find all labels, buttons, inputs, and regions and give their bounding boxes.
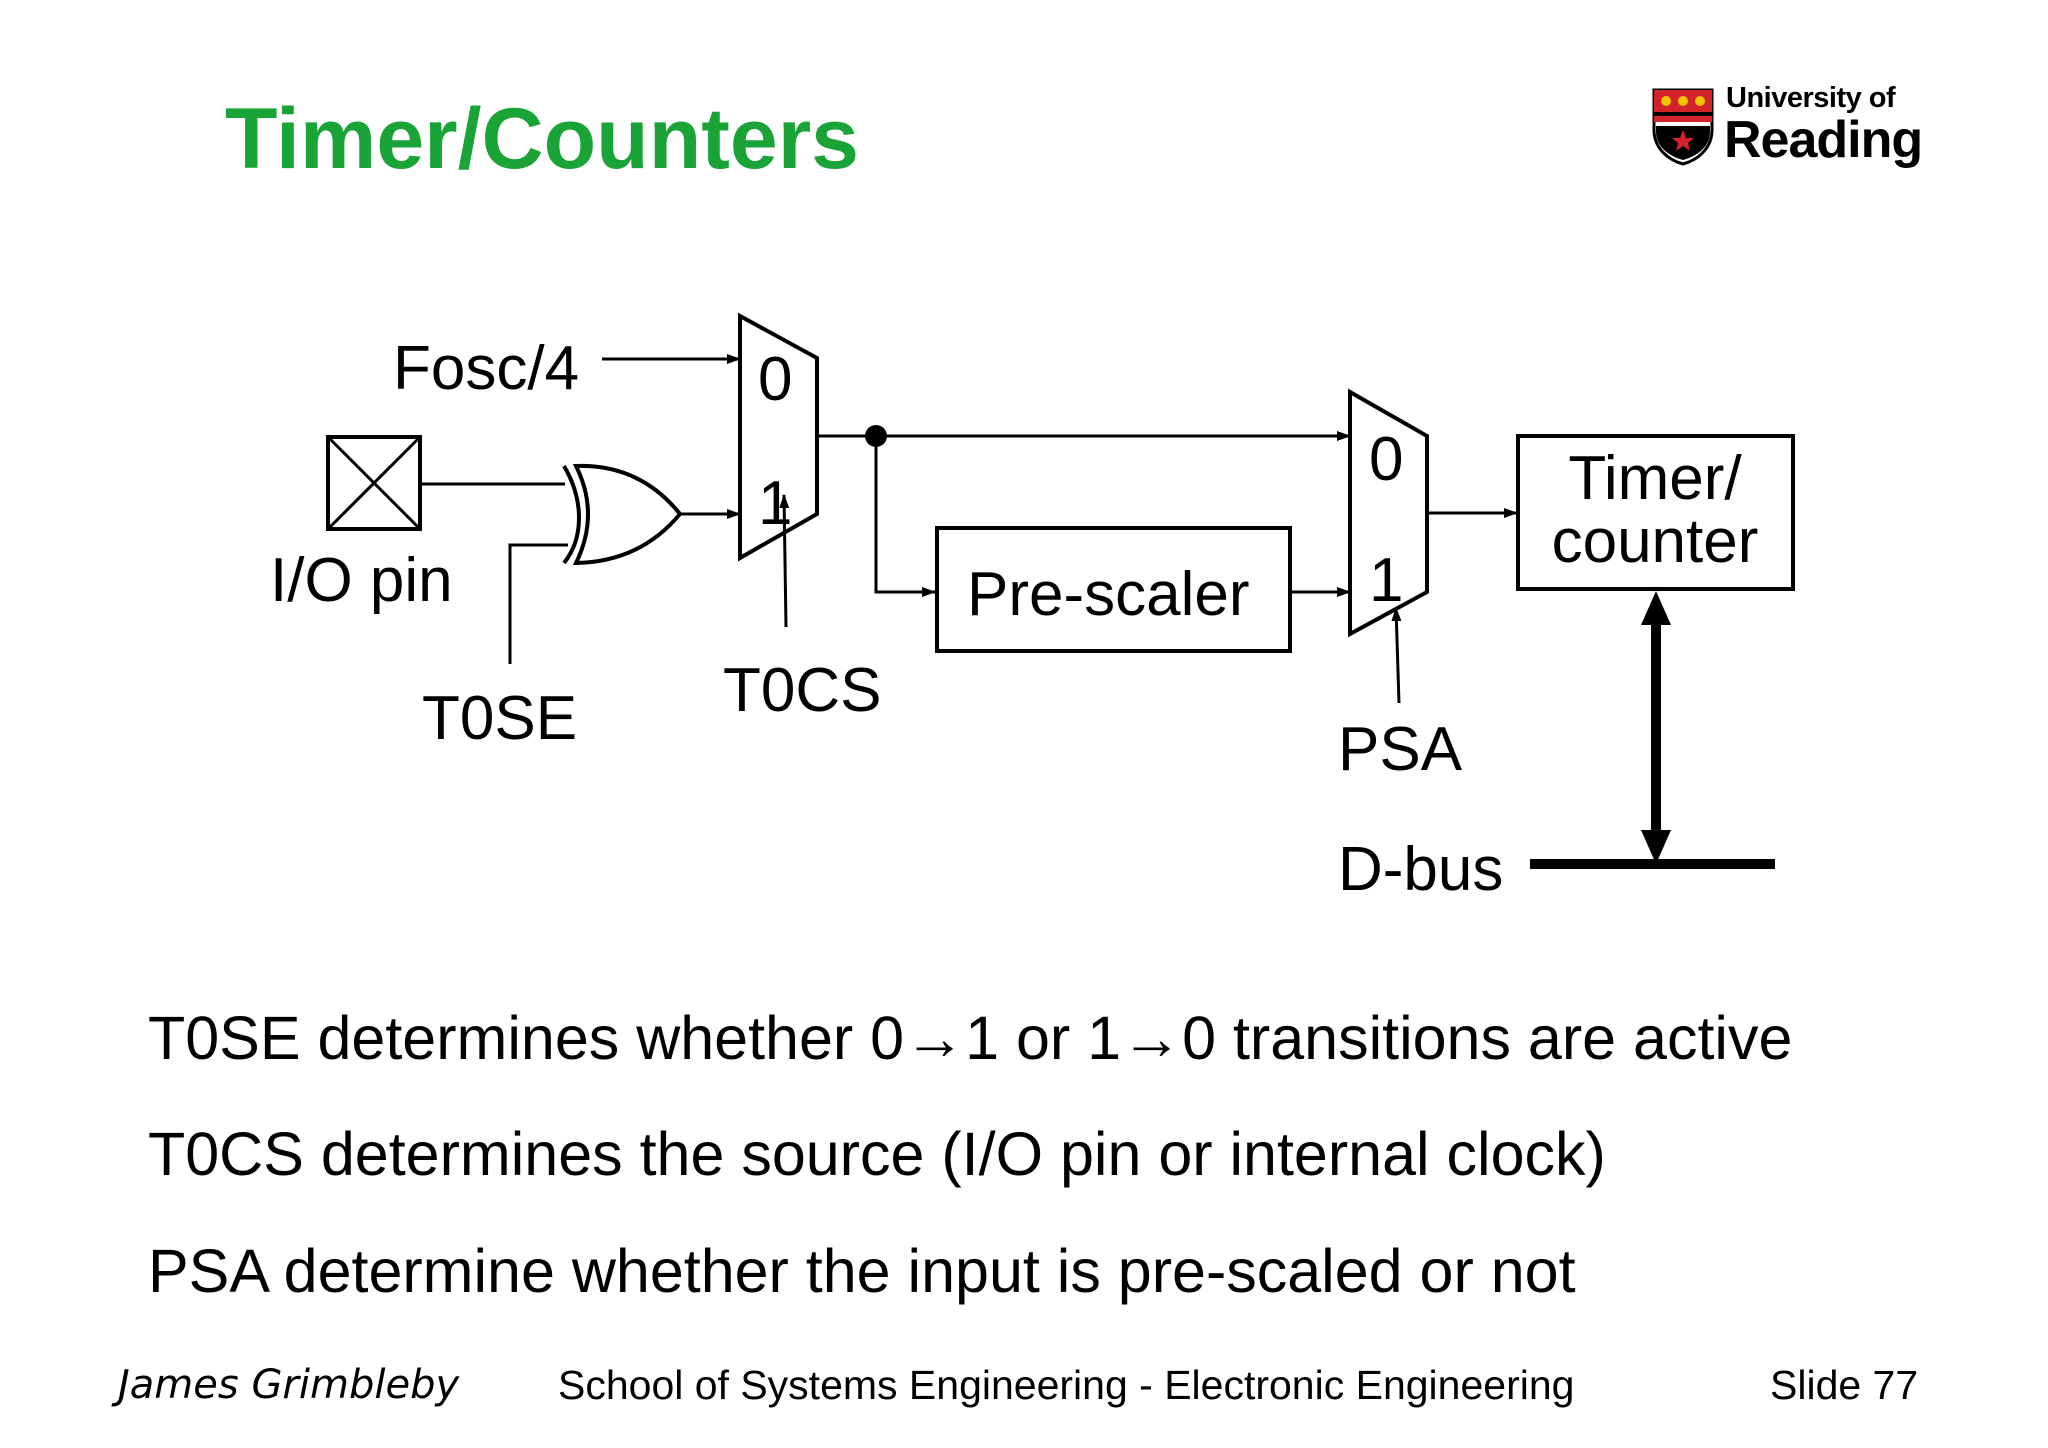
io-pin-symbol xyxy=(326,435,422,531)
timer-label-line1: Timer/ xyxy=(1568,444,1742,513)
bullet-psa: PSA determine whether the input is pre-s… xyxy=(148,1237,1576,1305)
mux1-input-1: 1 xyxy=(758,469,792,538)
dbus-arrow-down xyxy=(1641,830,1671,864)
mux2-input-0: 0 xyxy=(1369,425,1403,494)
t0cs-label: T0CS xyxy=(723,656,881,725)
t0se-wire xyxy=(508,543,568,664)
university-logo: University of Reading xyxy=(1652,82,1923,172)
psa-label: PSA xyxy=(1338,715,1463,784)
footer-author: James Grimbleby xyxy=(118,1362,460,1408)
io-pin-label: I/O pin xyxy=(270,546,453,615)
mux1-input-0: 0 xyxy=(758,345,792,414)
dbus-arrow-up xyxy=(1641,591,1671,625)
bullet-t0cs: T0CS determines the source (I/O pin or i… xyxy=(148,1120,1606,1188)
prescale-mux xyxy=(1348,388,1429,638)
footer-department: School of Systems Engineering - Electron… xyxy=(558,1362,1575,1408)
prescaler-label: Pre-scaler xyxy=(967,560,1250,629)
source-mux xyxy=(738,312,819,562)
prescaler-block xyxy=(935,526,1292,653)
fosc-label: Fosc/4 xyxy=(393,334,579,403)
psa-wire xyxy=(1391,607,1402,704)
timer-label-line2: counter xyxy=(1552,507,1759,576)
footer-slide-number: Slide 77 xyxy=(1770,1362,1919,1408)
t0cs-wire xyxy=(779,494,790,628)
logo-text-university: University of xyxy=(1726,82,1896,114)
t0se-label: T0SE xyxy=(422,684,577,753)
bullet-t0se: T0SE determines whether 0→1 or 1→0 trans… xyxy=(148,1004,1793,1072)
prescaler-branch-wire xyxy=(874,436,936,597)
mux2-input-1: 1 xyxy=(1369,546,1403,615)
dbus-label: D-bus xyxy=(1338,835,1503,904)
timer-counter-block xyxy=(1516,434,1795,591)
logo-text-reading: Reading xyxy=(1724,111,1923,169)
slide-title: Timer/Counters xyxy=(225,91,859,187)
shield-icon xyxy=(1652,88,1714,166)
xor-gate xyxy=(562,463,683,566)
